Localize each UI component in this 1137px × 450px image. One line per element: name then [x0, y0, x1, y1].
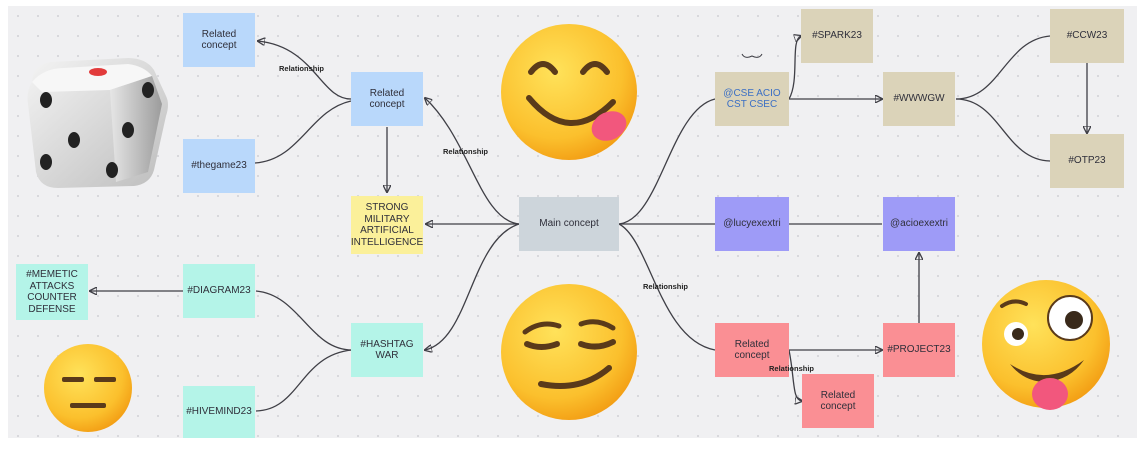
note-spark23[interactable]: #SPARK23 [801, 9, 873, 63]
note-otp23[interactable]: #OTP23 [1050, 134, 1124, 188]
dice-icon [27, 58, 168, 188]
yum-emoji-icon [501, 24, 637, 160]
zany-emoji-icon [982, 280, 1110, 410]
edge-main-red [618, 223, 716, 351]
relationship-label: Relationship [443, 147, 489, 156]
note-thegame23[interactable]: #thegame23 [183, 139, 255, 193]
note-wwwgw[interactable]: #WWWGW [883, 72, 955, 126]
relationship-label: Relationship [769, 364, 815, 373]
note-cse-acio[interactable]: @CSE ACIO CST CSEC [715, 72, 789, 126]
note-related-concept-top[interactable]: Related concept [183, 13, 255, 67]
note-strong-military-ai[interactable]: STRONG MILITARY ARTIFICIAL INTELLIGENCE [351, 196, 423, 254]
note-ccw23[interactable]: #CCW23 [1050, 9, 1124, 63]
edge-otp [955, 98, 1051, 162]
note-lucyexextri[interactable]: @lucyexextri [715, 197, 789, 251]
edge-spark [788, 36, 801, 100]
note-hivemind23[interactable]: #HIVEMIND23 [183, 386, 255, 438]
edge-red-red2 [788, 349, 802, 401]
relationship-label: Relationship [279, 64, 325, 73]
edge-diagram [255, 290, 353, 351]
note-related-concept-red[interactable]: Related concept [715, 323, 789, 377]
note-project23[interactable]: #PROJECT23 [883, 323, 955, 377]
note-diagram23[interactable]: #DIAGRAM23 [183, 264, 255, 318]
note-main-concept[interactable]: Main concept [519, 197, 619, 251]
brace-mark [741, 53, 763, 58]
relationship-label: Relationship [643, 282, 689, 291]
note-acioexextri[interactable]: @acioexextri [883, 197, 955, 251]
edge-main-hashtag [425, 223, 520, 350]
note-memetic-attacks[interactable]: #MEMETIC ATTACKS COUNTER DEFENSE [16, 264, 88, 320]
edge-ccw [955, 35, 1051, 100]
note-related-concept-mid[interactable]: Related concept [351, 72, 423, 126]
note-related-concept-red2[interactable]: Related concept [802, 374, 874, 428]
edge-thegame [254, 100, 352, 164]
edge-main-cse [618, 98, 716, 225]
expressionless-emoji-icon [44, 344, 132, 432]
edge-related-top [258, 41, 352, 100]
edge-hivemind [255, 349, 353, 412]
edge-main-related [425, 98, 520, 225]
smirk-emoji-icon [501, 284, 637, 420]
note-hashtag-war[interactable]: #HASHTAG WAR [351, 323, 423, 377]
